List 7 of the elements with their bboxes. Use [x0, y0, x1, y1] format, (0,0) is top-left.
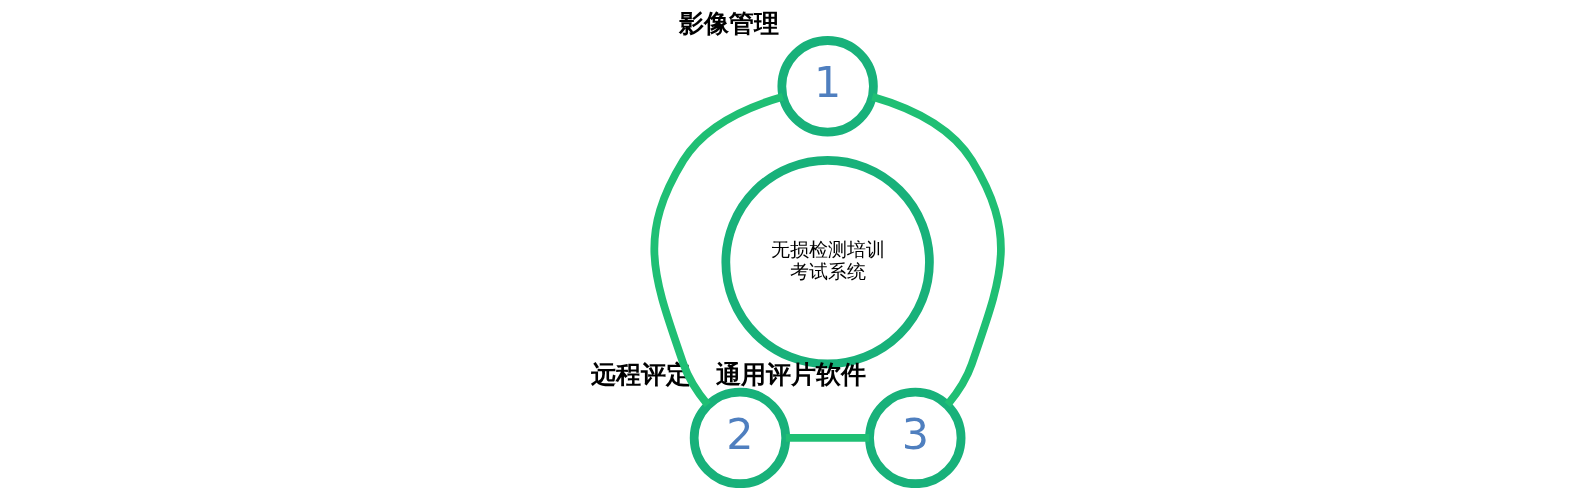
node-circle: 2: [689, 387, 790, 488]
node-circle: 1: [776, 36, 878, 137]
node-label: 影像管理: [678, 7, 779, 38]
connector: [870, 92, 1005, 408]
node-circle: 3: [864, 387, 965, 488]
connector: [650, 92, 784, 408]
connector: [785, 434, 869, 442]
